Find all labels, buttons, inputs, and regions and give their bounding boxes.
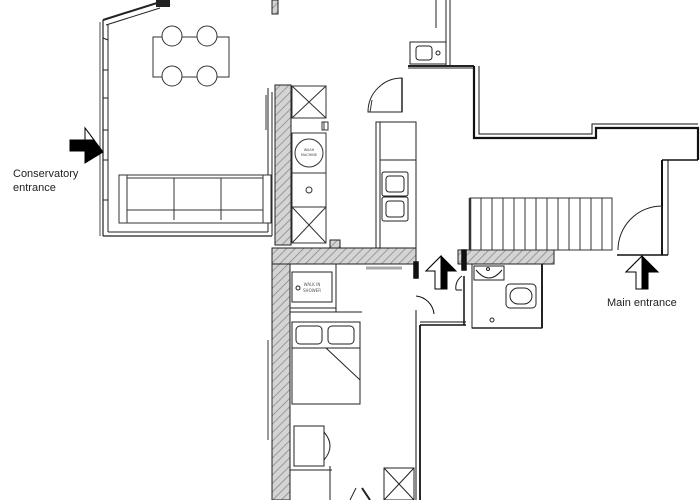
inner-entrance-arrow-icon	[424, 254, 458, 290]
shower-label-2: SHOWER	[303, 288, 321, 293]
kitchen	[367, 77, 417, 249]
chair-icon	[161, 25, 183, 47]
main-door	[617, 205, 663, 251]
conservatory-entrance-label: Conservatory entrance	[13, 167, 78, 195]
conservatory-label-line1: Conservatory	[13, 168, 79, 180]
hall-partitions	[413, 249, 467, 500]
shower-label-1: WALK IN	[304, 282, 321, 287]
utility-column: WASH MACHINE	[291, 85, 329, 244]
conservatory	[99, 0, 273, 237]
main-entrance-label: Main entrance	[607, 296, 677, 310]
conservatory-entrance-arrow-icon	[69, 126, 104, 164]
small-fixtures	[323, 99, 373, 130]
bedroom: WALK IN SHOWER	[289, 263, 415, 500]
washer-label-2: MACHINE	[301, 153, 317, 157]
chair-icon	[161, 65, 183, 87]
dining-table	[152, 25, 230, 87]
washer-label-1: WASH	[304, 148, 315, 152]
main-entrance-arrow-icon	[624, 254, 660, 290]
bedroom-window	[265, 95, 273, 440]
top-utility	[408, 0, 474, 69]
sofa	[118, 174, 272, 224]
chair-icon	[196, 25, 218, 47]
chair-icon	[196, 65, 218, 87]
structural-walls	[271, 0, 555, 500]
main-entrance-text: Main entrance	[607, 297, 677, 309]
wc	[471, 263, 543, 329]
staircase	[468, 197, 613, 251]
washer-icon	[294, 138, 324, 168]
conservatory-label-line2: entrance	[13, 182, 56, 194]
